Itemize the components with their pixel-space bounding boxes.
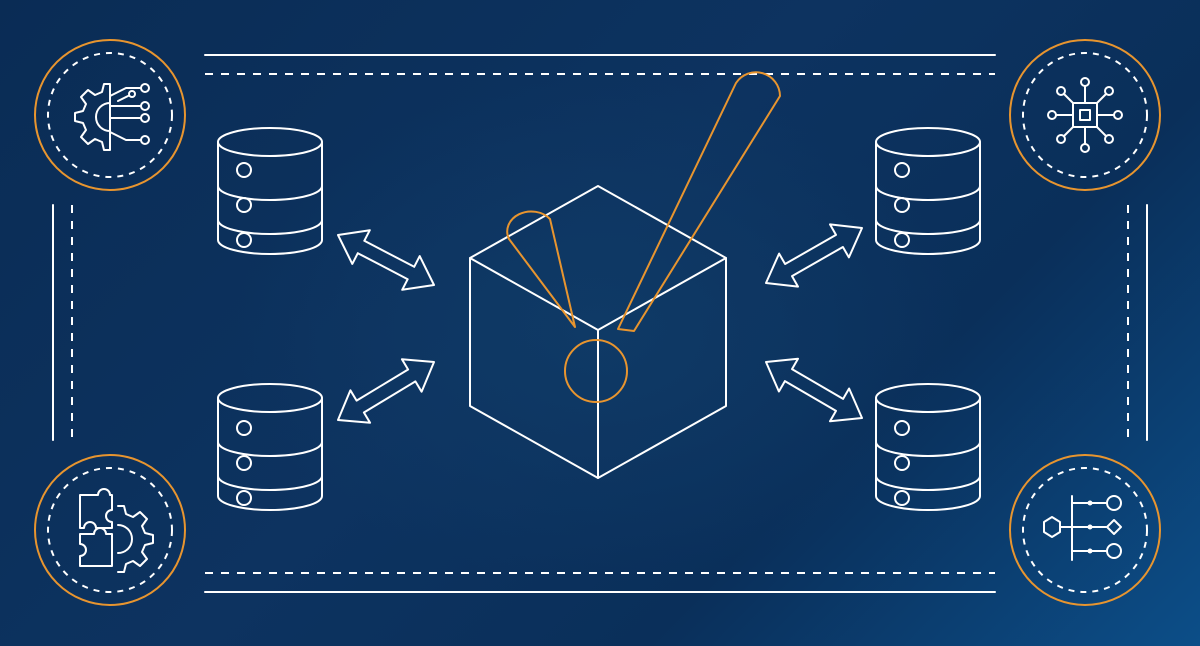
frame: [52, 54, 1148, 593]
arrow-bottom-left: [337, 358, 435, 424]
database-bottom-left: [217, 383, 323, 511]
exclamation-dot: [564, 339, 628, 403]
small-exclamation-bar: [506, 210, 576, 328]
network-hub-icon: [1009, 39, 1161, 191]
puzzle-gear-icon: [34, 454, 186, 606]
arrow-top-right: [765, 223, 863, 288]
arrow-bottom-right: [765, 357, 863, 423]
hierarchy-icon: [1009, 454, 1161, 606]
database-top-left: [217, 127, 323, 255]
database-bottom-right: [875, 383, 981, 511]
database-top-right: [875, 127, 981, 255]
large-exclamation-bar: [617, 71, 781, 332]
gear-circuit-icon: [34, 39, 186, 191]
cube: [469, 185, 727, 479]
arrows: [337, 223, 863, 424]
arrow-top-left: [337, 229, 435, 291]
exclamation-marks: [506, 71, 781, 403]
